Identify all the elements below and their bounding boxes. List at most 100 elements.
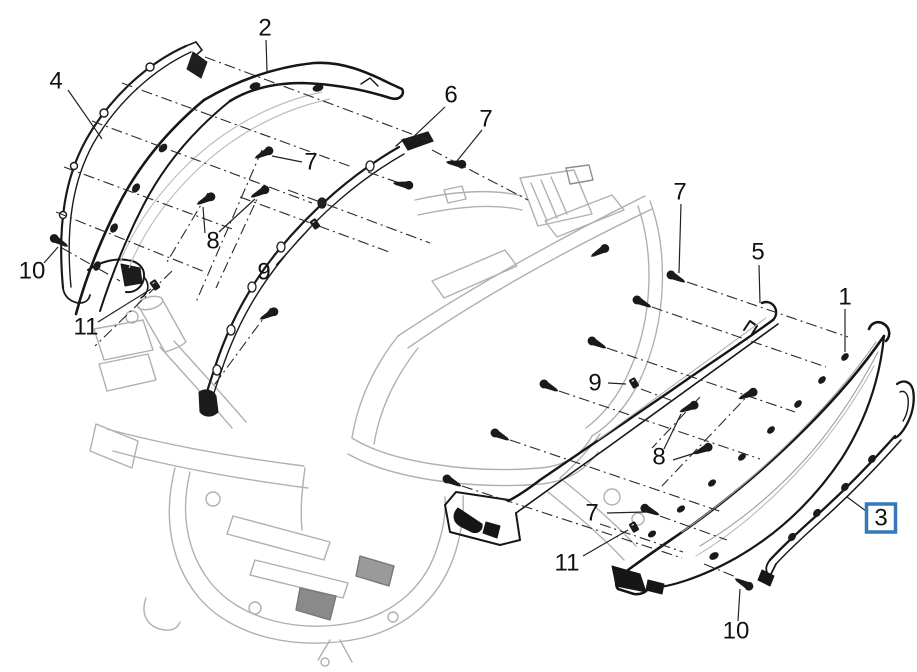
screw-icon — [738, 387, 758, 400]
screw-icon — [49, 234, 69, 247]
assembly-axis-line — [431, 149, 529, 201]
assembly-axis-line — [509, 439, 723, 513]
screw-icon — [250, 185, 270, 198]
callout-9b: 9 — [588, 370, 601, 397]
callout-number: 7 — [673, 179, 686, 206]
callout-7c: 7 — [673, 179, 686, 206]
screw-icon — [539, 379, 559, 392]
fasteners — [49, 146, 758, 591]
assembly-axis-line — [121, 82, 353, 168]
callout-number: 4 — [49, 68, 62, 95]
assembly-axis-line — [215, 185, 264, 289]
callout-5: 5 — [751, 239, 764, 266]
screw-icon — [490, 428, 510, 441]
callout-number: 11 — [74, 314, 99, 341]
callout-4: 4 — [49, 68, 62, 95]
assembly-axis-line — [640, 388, 674, 402]
assembly-axis-line — [287, 189, 431, 244]
assembly-axis-line — [94, 270, 173, 347]
clip-nut-icon — [629, 521, 639, 533]
callout-11b: 11 — [555, 550, 580, 577]
callout-number: 8 — [206, 228, 219, 255]
callout-leader-line — [737, 588, 741, 622]
part-2-trim-panel — [74, 61, 405, 316]
screw-icon — [734, 578, 754, 591]
callout-leader-line — [271, 155, 303, 163]
part-1-side-panel — [611, 320, 891, 596]
callout-11a: 11 — [74, 314, 99, 341]
assembly-axis-line — [686, 281, 849, 338]
callout-10a: 10 — [19, 258, 46, 285]
part-6-trim-strip — [198, 131, 434, 417]
assembly-axis-line — [239, 196, 393, 254]
assembly-axis-line — [63, 166, 236, 231]
callout-7a: 7 — [479, 106, 492, 133]
callout-1: 1 — [838, 284, 851, 311]
callout-2: 2 — [258, 15, 271, 42]
callout-leader-line — [456, 129, 483, 162]
callout-leader-lines — [43, 39, 867, 622]
callout-leader-line — [97, 288, 152, 323]
callout-leader-line — [202, 206, 206, 234]
assembly-axis-line — [367, 171, 409, 187]
assembly-axis-line — [166, 192, 209, 263]
callout-number: 3 — [874, 505, 887, 532]
callout-8a: 8 — [206, 228, 219, 255]
callout-7d: 7 — [585, 500, 598, 527]
assembly-axis-line — [211, 307, 272, 389]
screw-icon — [442, 474, 462, 487]
callout-number: 9 — [588, 370, 601, 397]
assembly-axis-line — [558, 390, 761, 460]
callout-number: 8 — [652, 444, 665, 471]
callout-number: 11 — [555, 550, 580, 577]
assembly-axis-line — [661, 387, 756, 487]
clip-nut-icon — [309, 218, 321, 230]
callout-leader-line — [275, 227, 311, 266]
callout-9a: 9 — [257, 259, 270, 286]
callout-number: 10 — [19, 258, 46, 285]
callout-leader-line — [758, 264, 761, 304]
screw-icon — [679, 400, 699, 413]
clip-nut-icon — [149, 279, 161, 291]
part-2-inner-contour — [119, 91, 331, 269]
callout-number: 9 — [257, 259, 270, 286]
assembly-axis-line — [204, 56, 429, 141]
assembly-axis-line — [195, 149, 263, 303]
callout-number: 7 — [479, 106, 492, 133]
callout-6: 6 — [444, 82, 457, 109]
screw-icon — [693, 442, 713, 455]
callout-highlight-box[interactable] — [864, 502, 898, 534]
callout-leader-line — [582, 529, 629, 557]
callout-leader-line — [67, 89, 103, 140]
screw-icon — [587, 336, 607, 349]
screw-icon — [254, 146, 274, 159]
callout-leader-line — [678, 203, 682, 274]
clip-nut-icon — [629, 377, 639, 389]
callout-number: 7 — [304, 149, 317, 176]
callout-leader-line — [663, 413, 682, 450]
screw-icon — [632, 295, 652, 308]
screw-icon — [640, 503, 660, 516]
part-3-trim-strip — [757, 380, 915, 587]
callout-leader-line — [846, 496, 867, 512]
assembly-axis-line — [606, 347, 796, 413]
assembly-axis-line — [651, 306, 827, 368]
callout-leader-line — [43, 246, 59, 264]
screw-icon — [666, 270, 686, 283]
callout-3[interactable]: 3 — [864, 502, 898, 534]
screw-icon — [392, 180, 414, 190]
callout-number: 10 — [723, 618, 750, 645]
screw-icon — [196, 192, 216, 205]
callout-number: 1 — [838, 284, 851, 311]
callout-leader-line — [408, 106, 446, 142]
assembly-axis-line — [659, 515, 728, 541]
screw-icon — [259, 307, 279, 320]
callout-7b: 7 — [304, 149, 317, 176]
callout-leader-line — [218, 198, 256, 233]
assembly-axis-line — [703, 563, 737, 578]
assembly-axis-line — [599, 523, 684, 553]
callout-number: 5 — [751, 239, 764, 266]
